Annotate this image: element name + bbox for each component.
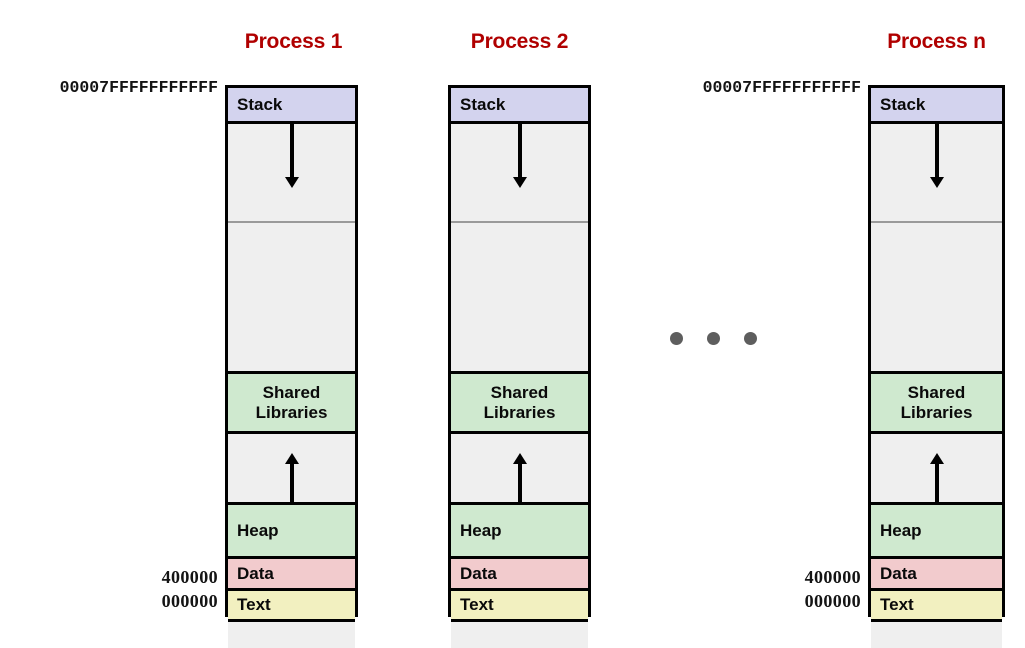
bottom-address-label-1a: 400000 xyxy=(161,567,218,587)
segment-heap-growth-gap xyxy=(451,434,588,505)
stack-growth-arrow-icon xyxy=(228,124,355,223)
segment-shared-libraries: Shared Libraries xyxy=(871,374,1002,434)
segment-heap-growth-gap xyxy=(228,434,355,505)
segment-unmapped-upper xyxy=(451,223,588,374)
ellipsis-dot xyxy=(744,332,757,345)
segment-heap-growth-gap xyxy=(871,434,1002,505)
memory-column-process-n: Stack Shared Libraries Heap Data Text xyxy=(868,85,1005,648)
segment-label-shared-libraries: Shared Libraries xyxy=(483,383,556,422)
segment-data: Data xyxy=(451,559,588,591)
segment-label-text: Text xyxy=(460,595,494,615)
segment-label-shared-libraries: Shared Libraries xyxy=(255,383,328,422)
segment-text: Text xyxy=(228,591,355,622)
segment-label-stack: Stack xyxy=(460,94,506,114)
stack-limit-rule xyxy=(871,221,1002,223)
segment-unmapped-upper xyxy=(871,223,1002,374)
memory-column-process-1: Stack Shared Libraries Heap Data Text xyxy=(225,85,358,648)
segment-data: Data xyxy=(871,559,1002,591)
segment-reserved-low xyxy=(451,622,588,648)
heap-growth-arrow-icon xyxy=(451,434,588,502)
segment-heap: Heap xyxy=(871,505,1002,559)
segment-data: Data xyxy=(228,559,355,591)
segment-reserved-low xyxy=(871,622,1002,648)
segment-stack: Stack xyxy=(228,88,355,124)
ellipsis-dot xyxy=(707,332,720,345)
segment-label-heap: Heap xyxy=(460,520,502,540)
stack-growth-arrow-icon xyxy=(451,124,588,223)
segment-text: Text xyxy=(451,591,588,622)
segment-label-heap: Heap xyxy=(237,520,279,540)
memory-column-process-2: Stack Shared Libraries Heap Data Text xyxy=(448,85,591,648)
heap-growth-arrow-icon xyxy=(228,434,355,502)
segment-label-data: Data xyxy=(880,563,917,583)
process-title-n: Process n xyxy=(887,30,986,53)
segment-unmapped-upper xyxy=(228,223,355,374)
bottom-address-label-nb: 000000 xyxy=(804,591,861,611)
segment-reserved-low xyxy=(228,622,355,648)
segment-stack: Stack xyxy=(451,88,588,124)
segment-label-stack: Stack xyxy=(237,94,283,114)
segment-label-text: Text xyxy=(880,595,914,615)
segment-label-text: Text xyxy=(237,595,271,615)
segment-label-heap: Heap xyxy=(880,520,922,540)
segment-stack-growth-gap xyxy=(228,124,355,223)
stack-limit-rule xyxy=(451,221,588,223)
process-title-2: Process 2 xyxy=(470,30,569,53)
process-title-1: Process 1 xyxy=(244,30,343,53)
segment-label-shared-libraries: Shared Libraries xyxy=(900,383,973,422)
segment-label-data: Data xyxy=(460,563,497,583)
heap-growth-arrow-icon xyxy=(871,434,1002,502)
segment-shared-libraries: Shared Libraries xyxy=(451,374,588,434)
segment-text: Text xyxy=(871,591,1002,622)
ellipsis-dots xyxy=(670,332,757,345)
ellipsis-dot xyxy=(670,332,683,345)
top-address-label-1: 00007FFFFFFFFFFF xyxy=(59,78,218,97)
stack-limit-rule xyxy=(228,221,355,223)
segment-stack-growth-gap xyxy=(451,124,588,223)
top-address-label-n: 00007FFFFFFFFFFF xyxy=(702,78,861,97)
segment-stack: Stack xyxy=(871,88,1002,124)
bottom-address-label-na: 400000 xyxy=(804,567,861,587)
segment-heap: Heap xyxy=(228,505,355,559)
segment-label-stack: Stack xyxy=(880,94,926,114)
segment-heap: Heap xyxy=(451,505,588,559)
segment-shared-libraries: Shared Libraries xyxy=(228,374,355,434)
segment-stack-growth-gap xyxy=(871,124,1002,223)
bottom-address-label-1b: 000000 xyxy=(161,591,218,611)
stack-growth-arrow-icon xyxy=(871,124,1002,223)
segment-label-data: Data xyxy=(237,563,274,583)
